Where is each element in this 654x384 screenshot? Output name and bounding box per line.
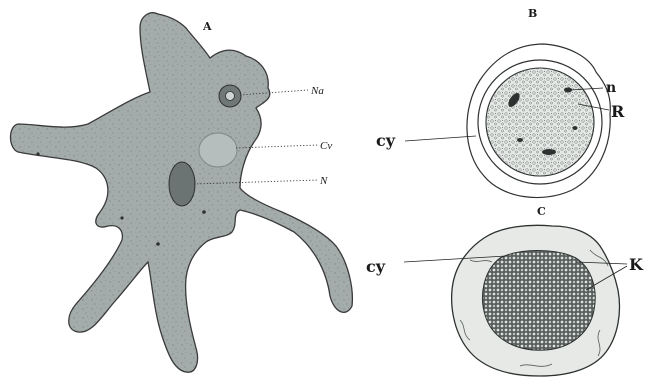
label-k: K <box>629 255 644 274</box>
food-granule <box>156 242 160 246</box>
label-r-b: R <box>611 102 625 121</box>
contractile-vacuole <box>199 133 237 167</box>
label-cv: Cv <box>320 140 332 152</box>
food-granule <box>120 216 123 219</box>
food-granule <box>36 152 39 155</box>
nucleus-na-core <box>226 92 235 101</box>
nucleus-fragment <box>517 138 523 142</box>
nucleus-fragment <box>573 126 578 130</box>
panel-a-letter: A <box>202 20 212 33</box>
cyst-content <box>486 68 594 176</box>
label-n: N <box>319 175 328 187</box>
label-cy-b: cy <box>376 131 396 150</box>
food-granule <box>202 210 206 214</box>
nucleus-n <box>169 162 195 206</box>
label-cy-c: cy <box>366 257 386 276</box>
panel-c-letter: C <box>537 205 546 218</box>
label-n-b: n <box>606 80 616 96</box>
leader-cy-b <box>405 136 476 141</box>
label-na: Na <box>310 85 324 97</box>
spore-mass <box>482 251 595 351</box>
panel-a: A Na Cv N <box>11 13 353 372</box>
panel-b-letter: B <box>528 7 537 20</box>
nucleus-fragment <box>542 149 556 155</box>
panel-b: B cy n R <box>376 7 625 198</box>
panel-c: C cy K <box>366 205 644 376</box>
